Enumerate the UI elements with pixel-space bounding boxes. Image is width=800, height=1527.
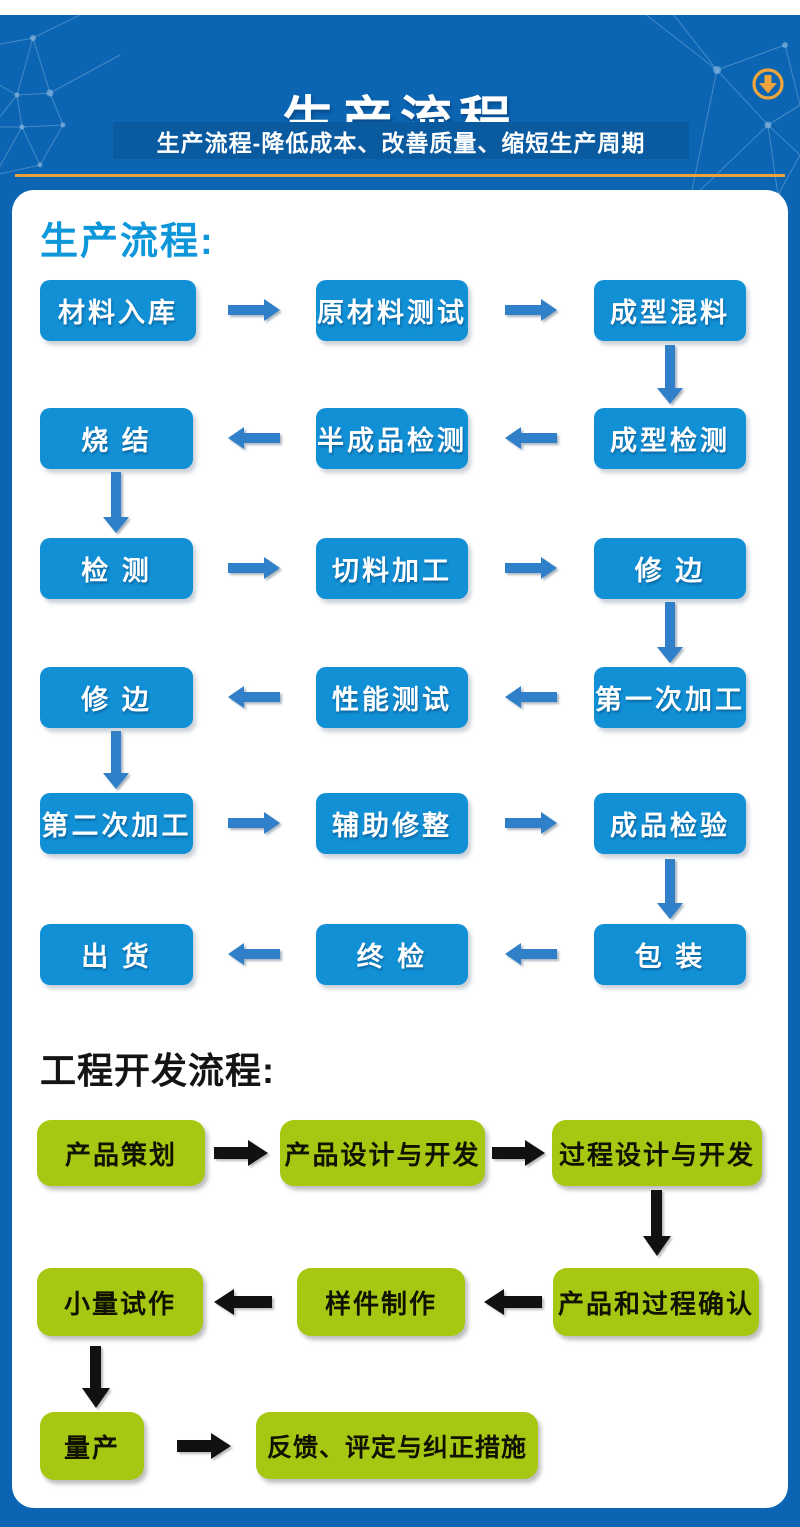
flow-step-box: 半成品检测 [316,408,468,469]
arrow-right-icon [228,305,264,315]
flow-step-box: 辅助修整 [316,793,468,854]
flow-step-box: 量产 [40,1412,144,1480]
arrow-left-icon [244,949,280,959]
arrow-down-icon [665,345,675,388]
flow-step-box: 第二次加工 [40,793,193,854]
engineering-flow-heading: 工程开发流程: [40,1050,275,1091]
download-icon [752,68,784,100]
arrow-right-icon [228,818,264,828]
flow-step-box: 过程设计与开发 [552,1120,762,1186]
arrow-left-icon [244,433,280,443]
download-button[interactable] [750,66,786,102]
flow-step-box: 产品设计与开发 [280,1120,485,1186]
production-flow-heading: 生产流程: [40,221,215,263]
arrow-down-icon [90,1346,101,1388]
flow-step-box: 成品检验 [594,793,746,854]
arrow-right-icon [505,305,541,315]
arrow-down-icon [651,1190,662,1236]
arrow-down-icon [665,859,675,903]
flow-step-box: 反馈、评定与纠正措施 [256,1412,538,1479]
flow-step-box: 材料入库 [40,280,196,341]
flow-step-box: 烧 结 [40,408,193,469]
arrow-left-icon [521,692,557,702]
page-subtitle: 生产流程-降低成本、改善质量、缩短生产周期 [156,129,646,156]
flow-step-box: 第一次加工 [594,667,746,728]
arrow-left-icon [244,692,280,702]
arrow-right-icon [505,563,541,573]
flow-step-box: 性能测试 [316,667,468,728]
flow-step-box: 修 边 [40,667,193,728]
flow-step-box: 成型检测 [594,408,746,469]
flow-step-box: 切料加工 [316,538,468,599]
flow-step-box: 终 检 [316,924,468,985]
subtitle-band: 生产流程-降低成本、改善质量、缩短生产周期 [113,122,689,159]
arrow-down-icon [111,731,121,773]
flow-step-box: 检 测 [40,538,193,599]
flow-step-box: 产品和过程确认 [553,1268,759,1336]
arrow-left-icon [521,433,557,443]
arrow-down-icon [111,472,121,517]
arrow-right-icon [214,1147,248,1159]
flow-step-box: 样件制作 [297,1268,465,1336]
arrow-right-icon [228,563,264,573]
flow-step-box: 出 货 [40,924,193,985]
arrow-left-icon [234,1296,272,1308]
arrow-right-icon [177,1440,211,1452]
flow-step-box: 原材料测试 [316,280,468,341]
flow-step-box: 产品策划 [37,1120,205,1186]
flow-step-box: 成型混料 [594,280,746,341]
arrow-right-icon [492,1147,525,1159]
flow-step-box: 包 装 [594,924,746,985]
arrow-right-icon [505,818,541,828]
flow-step-box: 小量试作 [37,1268,203,1336]
footer-bar [0,1508,800,1527]
flow-step-box: 修 边 [594,538,746,599]
arrow-down-icon [665,602,675,647]
divider-gold-line [15,174,785,177]
arrow-left-icon [504,1296,542,1308]
arrow-left-icon [521,949,557,959]
